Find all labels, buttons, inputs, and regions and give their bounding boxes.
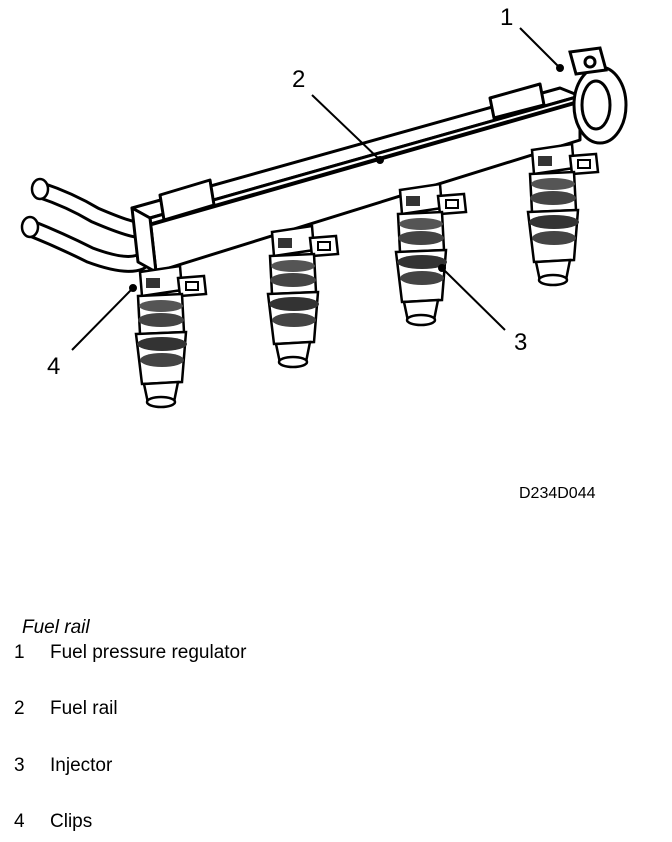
injector-4 [526, 142, 600, 287]
rail-body [130, 82, 582, 274]
legend-number: 4 [14, 811, 25, 832]
injector-1 [134, 264, 208, 409]
legend-item: 1 Fuel pressure regulator [14, 642, 246, 664]
callout-4: 4 [47, 353, 61, 380]
legend-number: 3 [14, 755, 25, 776]
legend-text: Fuel rail [50, 698, 118, 719]
leader-lines [71, 27, 564, 351]
legend-item: 3 Injector [14, 755, 112, 777]
legend-number: 1 [14, 642, 25, 663]
figure-caption: Fuel rail [22, 617, 90, 638]
legend-text: Injector [50, 755, 113, 776]
callout-3: 3 [514, 329, 528, 356]
callout-2: 2 [292, 66, 306, 93]
legend-item: 2 Fuel rail [14, 698, 118, 720]
callout-1: 1 [500, 4, 514, 31]
pressure-regulator [568, 46, 628, 145]
legend-text: Clips [50, 811, 93, 832]
legend-number: 2 [14, 698, 25, 719]
injector-3 [394, 182, 468, 327]
legend-text: Fuel pressure regulator [50, 642, 247, 663]
figure-code: D234D044 [519, 485, 596, 502]
legend-item: 4 Clips [14, 811, 92, 833]
fuel-rail-diagram [20, 27, 628, 409]
injector-2 [266, 224, 340, 369]
fuel-pipes [20, 177, 149, 273]
